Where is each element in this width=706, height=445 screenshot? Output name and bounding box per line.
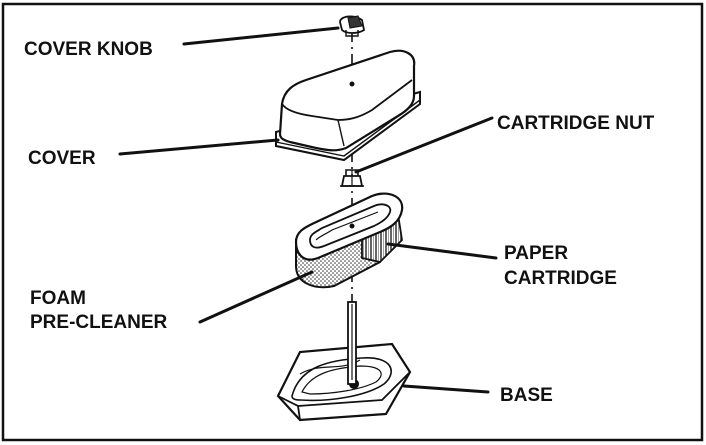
filter-element bbox=[294, 192, 404, 289]
label-foam-line2: PRE-CLEANER bbox=[30, 312, 168, 333]
cover-knob-part bbox=[339, 15, 366, 37]
label-cover-knob: COVER KNOB bbox=[24, 39, 153, 60]
leader-lines bbox=[118, 26, 498, 394]
label-cover: COVER bbox=[28, 148, 96, 169]
leader-base bbox=[402, 384, 490, 394]
label-base: BASE bbox=[500, 385, 553, 406]
cartridge-nut bbox=[340, 169, 364, 187]
label-paper-cartridge-line2: CARTRIDGE bbox=[504, 268, 617, 289]
leader-foam-pre-cleaner bbox=[198, 270, 314, 324]
leader-cover-knob bbox=[182, 26, 340, 46]
leader-cartridge-nut bbox=[354, 116, 494, 174]
base-part bbox=[276, 342, 412, 422]
label-foam-line1: FOAM bbox=[30, 288, 86, 309]
cover-part bbox=[275, 49, 421, 162]
label-paper-cartridge-line1: PAPER bbox=[504, 243, 568, 264]
leader-paper-cartridge bbox=[386, 242, 498, 260]
label-cartridge-nut: CARTRIDGE NUT bbox=[497, 113, 655, 134]
leader-cover bbox=[118, 138, 280, 156]
